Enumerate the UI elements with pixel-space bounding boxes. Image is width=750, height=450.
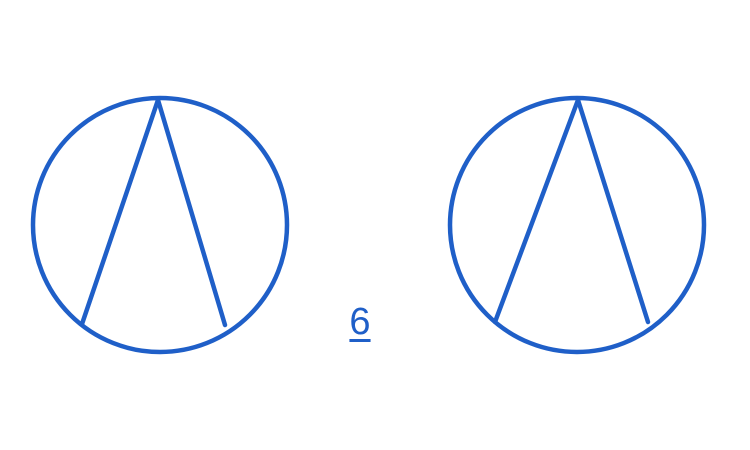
left-chord-left [79,97,161,327]
figure-number-label: 6 [349,301,371,343]
right-chord-right [575,97,651,325]
right-circle [447,95,707,355]
left-chord-right [155,97,228,328]
right-chord-left [492,97,581,325]
left-figure [30,95,290,355]
left-circle [30,95,290,355]
right-figure [447,95,707,355]
